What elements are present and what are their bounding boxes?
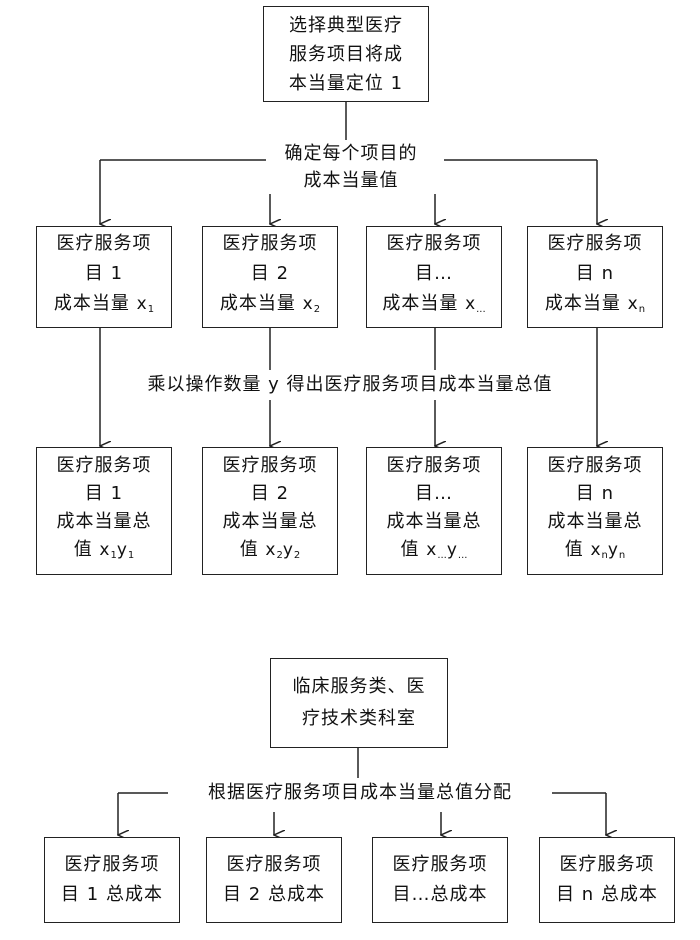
item-line: 目 n xyxy=(575,263,615,284)
cost-box-etc: 医疗服务项 目…总成本 xyxy=(372,837,508,923)
item-line: 医疗服务项 xyxy=(386,455,482,476)
item-line: 目 2 xyxy=(250,263,290,284)
total-box-etc: 医疗服务项 目… 成本当量总 值 x...y... xyxy=(366,447,502,575)
item-line: 医疗服务项 xyxy=(392,854,488,875)
item-total: 值 x1y1 xyxy=(73,539,135,561)
item-line: 医疗服务项 xyxy=(559,854,655,875)
item-line: 医疗服务项 xyxy=(64,854,160,875)
item-line: 成本当量 xyxy=(544,293,621,314)
item-line: 成本当量总 xyxy=(386,511,482,532)
item-box-2: 医疗服务项 目 2 成本当量 x2 xyxy=(202,226,338,328)
cost-box-2: 医疗服务项 目 2 总成本 xyxy=(206,837,342,923)
box-line: 服务项目将成 xyxy=(289,43,403,65)
item-line: 成本当量 xyxy=(53,293,130,314)
multiply-label: 乘以操作数量 y 得出医疗服务项目成本当量总值 xyxy=(108,370,592,400)
item-line: 目 1 总成本 xyxy=(61,884,163,905)
item-line: 医疗服务项 xyxy=(226,854,322,875)
item-line: 目 n xyxy=(575,483,615,504)
label-line: 成本当量值 xyxy=(303,170,399,191)
allocate-label: 根据医疗服务项目成本当量总值分配 xyxy=(168,778,552,808)
cost-box-1: 医疗服务项 目 1 总成本 xyxy=(44,837,180,923)
item-total: 值 x...y... xyxy=(400,539,468,561)
box-line: 疗技术类科室 xyxy=(302,708,416,729)
item-line: 医疗服务项 xyxy=(386,233,482,254)
item-line: 目 n 总成本 xyxy=(556,884,658,905)
item-line: 医疗服务项 xyxy=(56,455,152,476)
cost-box-n: 医疗服务项 目 n 总成本 xyxy=(539,837,675,923)
department-box: 临床服务类、医 疗技术类科室 xyxy=(270,658,448,748)
item-line: 目… xyxy=(415,263,453,284)
item-line: 目 1 xyxy=(84,263,124,284)
item-line: 医疗服务项 xyxy=(222,233,318,254)
box-line: 临床服务类、医 xyxy=(292,676,426,697)
typical-item-box: 选择典型医疗 服务项目将成 本当量定位 1 xyxy=(263,6,429,102)
box-line: 选择典型医疗 xyxy=(289,14,403,36)
determine-label: 确定每个项目的 成本当量值 xyxy=(266,140,436,194)
item-line: 目…总成本 xyxy=(392,884,488,905)
item-box-etc: 医疗服务项 目… 成本当量 x... xyxy=(366,226,502,328)
item-line: 医疗服务项 xyxy=(56,233,152,254)
item-line: 目 1 xyxy=(84,483,124,504)
item-line: 成本当量 xyxy=(219,293,296,314)
item-line: 目 2 总成本 xyxy=(223,884,325,905)
item-total: 值 x2y2 xyxy=(239,539,301,561)
item-total: 值 xnyn xyxy=(564,539,626,561)
item-box-n: 医疗服务项 目 n 成本当量 xn xyxy=(527,226,663,328)
item-line: 成本当量总 xyxy=(547,511,643,532)
item-line: 目… xyxy=(415,483,453,504)
item-equiv: 成本当量 x2 xyxy=(219,293,321,315)
label-line: 确定每个项目的 xyxy=(284,143,418,164)
box-line: 本当量定位 1 xyxy=(288,72,404,94)
item-line: 成本当量 xyxy=(382,293,459,314)
item-line: 目 2 xyxy=(250,483,290,504)
total-box-2: 医疗服务项 目 2 成本当量总 值 x2y2 xyxy=(202,447,338,575)
item-box-1: 医疗服务项 目 1 成本当量 x1 xyxy=(36,226,172,328)
item-line: 成本当量总 xyxy=(222,511,318,532)
item-equiv: 成本当量 xn xyxy=(544,293,646,315)
item-equiv: 成本当量 x1 xyxy=(53,293,155,315)
total-box-1: 医疗服务项 目 1 成本当量总 值 x1y1 xyxy=(36,447,172,575)
item-line: 医疗服务项 xyxy=(547,233,643,254)
item-line: 医疗服务项 xyxy=(222,455,318,476)
item-line: 医疗服务项 xyxy=(547,455,643,476)
item-line: 成本当量总 xyxy=(56,511,152,532)
item-equiv: 成本当量 x... xyxy=(382,293,486,315)
total-box-n: 医疗服务项 目 n 成本当量总 值 xnyn xyxy=(527,447,663,575)
